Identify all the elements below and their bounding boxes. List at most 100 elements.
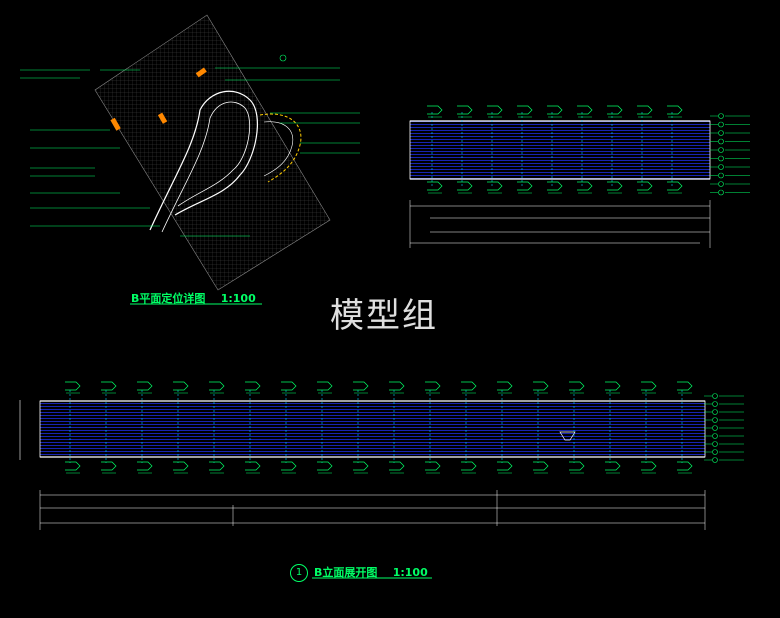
callout-arrow bbox=[667, 105, 683, 115]
elevation-title-scale: 1:100 bbox=[392, 566, 428, 579]
leader-bubble bbox=[712, 457, 718, 463]
leader-bubble bbox=[718, 113, 724, 119]
callout-arrow bbox=[461, 381, 477, 391]
long-elevation-detail bbox=[559, 431, 576, 441]
callout-arrow bbox=[317, 381, 333, 391]
callout-arrow bbox=[607, 181, 623, 191]
callout-arrow bbox=[487, 181, 503, 191]
plan-right-annotations bbox=[180, 67, 360, 237]
callout-arrow bbox=[137, 461, 153, 471]
small-elevation-dimensions bbox=[409, 200, 711, 248]
plan-curved-path-outer bbox=[149, 90, 258, 231]
callout-arrow bbox=[457, 181, 473, 191]
leader-bubble bbox=[712, 449, 718, 455]
callout-arrow bbox=[605, 381, 621, 391]
callout-arrow bbox=[641, 381, 657, 391]
plan-title-text: B平面定位详图 bbox=[131, 292, 206, 305]
plan-curved-path-inner bbox=[161, 101, 251, 233]
long-elevation bbox=[19, 381, 744, 530]
callout-arrow bbox=[533, 381, 549, 391]
callout-arrow bbox=[533, 461, 549, 471]
callout-arrow bbox=[427, 105, 443, 115]
callout-arrow bbox=[677, 381, 693, 391]
plan-marker bbox=[157, 112, 168, 124]
callout-arrow bbox=[637, 105, 653, 115]
leader-bubble bbox=[712, 425, 718, 431]
plan-marker bbox=[195, 67, 207, 78]
callout-arrow bbox=[577, 105, 593, 115]
callout-arrow bbox=[461, 461, 477, 471]
callout-arrow bbox=[425, 461, 441, 471]
plan-marker bbox=[110, 117, 121, 131]
plan-drawing bbox=[20, 14, 360, 291]
plan-north-marker bbox=[279, 54, 287, 62]
callout-arrow bbox=[101, 461, 117, 471]
leader-bubble bbox=[718, 130, 724, 136]
leader-bubble bbox=[718, 121, 724, 128]
elevation-title: B立面展开图 1:100 bbox=[314, 564, 428, 580]
callout-arrow bbox=[517, 105, 533, 115]
leader-bubble bbox=[718, 189, 724, 196]
callout-arrow bbox=[677, 461, 693, 471]
leader-bubble bbox=[718, 181, 724, 187]
long-elevation-dimensions bbox=[39, 490, 706, 530]
callout-arrow bbox=[569, 381, 585, 391]
callout-arrow bbox=[317, 461, 333, 471]
leader-bubble bbox=[718, 147, 724, 153]
callout-arrow bbox=[547, 105, 563, 115]
callout-arrow bbox=[569, 461, 585, 471]
callout-arrow bbox=[281, 461, 297, 471]
leader-bubble bbox=[712, 393, 718, 399]
callout-arrow bbox=[497, 381, 513, 391]
leader-bubble bbox=[712, 433, 718, 439]
callout-arrow bbox=[641, 461, 657, 471]
callout-arrow bbox=[65, 381, 81, 391]
callout-arrow bbox=[245, 461, 261, 471]
callout-arrow bbox=[605, 461, 621, 471]
callout-arrow bbox=[65, 461, 81, 471]
callout-arrow bbox=[173, 461, 189, 471]
callout-arrow bbox=[137, 381, 153, 391]
callout-arrow bbox=[101, 381, 117, 391]
small-elevation-right-labels bbox=[710, 113, 750, 196]
callout-arrow bbox=[209, 461, 225, 471]
leader-bubble bbox=[712, 401, 718, 407]
callout-arrow bbox=[607, 105, 623, 115]
elevation-title-text: B立面展开图 bbox=[314, 566, 378, 579]
callout-arrow bbox=[353, 381, 369, 391]
plan-paving-area bbox=[94, 14, 331, 291]
long-elevation-tick-group bbox=[65, 381, 693, 474]
watermark-text: 模型组 bbox=[330, 296, 438, 336]
small-elevation-body bbox=[409, 120, 711, 180]
callout-arrow bbox=[389, 381, 405, 391]
leader-bubble bbox=[718, 138, 724, 145]
callout-arrow bbox=[281, 381, 297, 391]
callout-arrow bbox=[427, 181, 443, 191]
plan-left-annotations bbox=[20, 69, 160, 227]
callout-arrow bbox=[425, 381, 441, 391]
leader-bubble bbox=[718, 172, 724, 179]
callout-arrow bbox=[637, 181, 653, 191]
callout-arrow bbox=[353, 461, 369, 471]
leader-bubble bbox=[712, 417, 718, 423]
callout-arrow bbox=[245, 381, 261, 391]
plan-title: B平面定位详图 1:100 bbox=[131, 290, 256, 306]
plan-right-curve bbox=[259, 113, 302, 183]
long-elevation-body bbox=[39, 400, 706, 458]
callout-arrow bbox=[577, 181, 593, 191]
leader-bubble bbox=[712, 441, 718, 447]
callout-arrow bbox=[667, 181, 683, 191]
small-elevation-tick-group bbox=[427, 105, 683, 194]
callout-arrow bbox=[173, 381, 189, 391]
callout-arrow bbox=[497, 461, 513, 471]
callout-arrow bbox=[457, 105, 473, 115]
leader-bubble bbox=[718, 155, 724, 162]
plan-right-curve-2 bbox=[263, 121, 294, 177]
plan-title-scale: 1:100 bbox=[220, 292, 256, 305]
callout-arrow bbox=[487, 105, 503, 115]
callout-arrow bbox=[547, 181, 563, 191]
callout-arrow bbox=[517, 181, 533, 191]
leader-bubble bbox=[712, 409, 718, 415]
callout-arrow bbox=[209, 381, 225, 391]
